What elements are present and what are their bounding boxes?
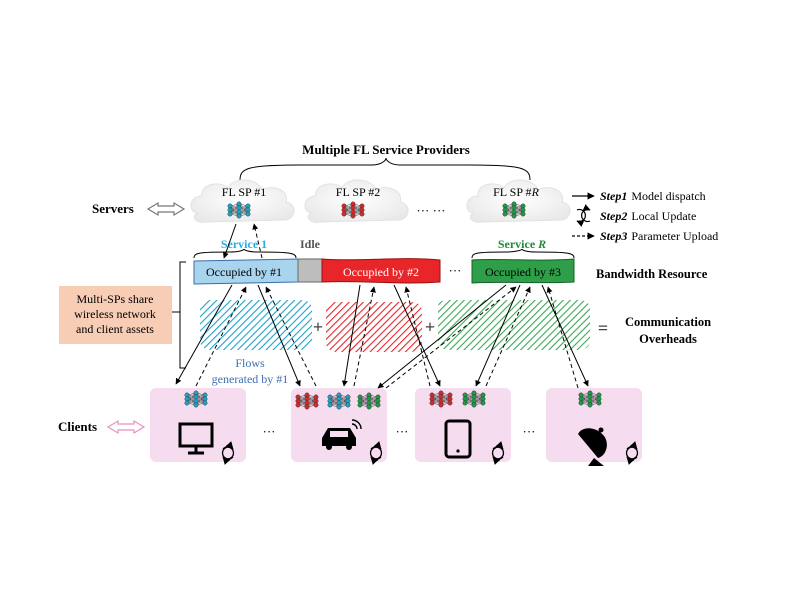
server-model-icon-r <box>502 201 526 219</box>
legend-cycle-icon <box>576 204 591 227</box>
flows-label-line-1: Flows <box>235 356 265 370</box>
server-label-2: FL SP #2 <box>336 185 380 199</box>
client-3-model-red-icon <box>429 390 453 408</box>
service-1-label: Service 1 <box>221 237 267 251</box>
service-r-brace <box>471 248 575 259</box>
legend-step2-text: Local Update <box>631 209 696 223</box>
title-brace <box>239 157 531 181</box>
dispatch-arrow-7 <box>541 284 589 387</box>
upload-arrow-3 <box>353 286 376 387</box>
overheads-label-line-2: Overheads <box>639 332 697 346</box>
server-label-r: FL SP #R <box>493 185 539 199</box>
server-cloud-1 <box>190 179 295 223</box>
client-2-model-green-icon <box>357 392 381 410</box>
flow-arrows <box>175 223 589 389</box>
client-ellipsis-2: ··· <box>396 424 409 439</box>
legend-step2: Step2 Local Update <box>600 209 696 223</box>
diagram-title: Multiple FL Service Providers <box>302 142 470 157</box>
dispatch-arrow-2 <box>257 284 301 387</box>
client-3-cycle-icon <box>491 441 505 465</box>
upload-arrow-4 <box>404 286 431 387</box>
client-panel-3 <box>415 388 511 462</box>
client-4-model-icon <box>578 390 602 408</box>
share-note-line-3: and client assets <box>76 322 154 336</box>
flows-label-line-2: generated by #1 <box>212 372 289 386</box>
dispatch-arrow-3 <box>341 284 361 387</box>
clients-label: Clients <box>58 419 97 434</box>
server-model-icon-1 <box>227 201 251 219</box>
server-label-r-italic: R <box>531 185 540 199</box>
legend-step2-name: Step2 <box>600 209 627 223</box>
clients-double-arrow-icon <box>106 419 146 435</box>
service-r-label: Service R <box>498 237 546 251</box>
dispatch-arrow-6 <box>475 284 521 387</box>
legend-step1-name: Step1 <box>600 189 627 203</box>
client-1-cycle-icon <box>221 441 235 465</box>
client-1-model-icon <box>184 390 208 408</box>
bandwidth-segment-2 <box>321 258 441 284</box>
server-ellipsis: ··· ··· <box>416 203 445 218</box>
client-3-model-green-icon <box>462 390 486 408</box>
server-dispatch-arrow-1 <box>222 223 237 259</box>
overhead-blob-3 <box>438 300 590 350</box>
client-ellipsis-1: ··· <box>263 424 276 439</box>
monitor-icon <box>178 422 214 455</box>
legend-step3-text: Parameter Upload <box>631 229 718 243</box>
dispatch-arrow-4 <box>393 284 441 387</box>
server-label-r-prefix: FL SP # <box>493 185 531 199</box>
client-2-model-red-icon <box>295 392 319 410</box>
bandwidth-segment-idle <box>297 258 323 283</box>
servers-label: Servers <box>92 201 134 216</box>
service-r-label-prefix: Service <box>498 237 538 251</box>
server-label-1: FL SP #1 <box>222 185 266 199</box>
satellite-dish-icon <box>578 427 607 466</box>
bandwidth-label-2: Occupied by #2 <box>343 265 419 279</box>
share-note-line-1: Multi-SPs share <box>76 292 153 306</box>
overheads-label-line-1: Communication <box>625 315 711 329</box>
bandwidth-segment-3 <box>471 258 575 284</box>
upload-arrow-1 <box>195 286 247 387</box>
server-cloud-2 <box>304 179 409 223</box>
service-r-label-italic: R <box>537 237 546 251</box>
bandwidth-label-3: Occupied by #3 <box>485 265 561 279</box>
client-2-cycle-icon <box>369 441 383 465</box>
servers-double-arrow-icon <box>146 201 186 217</box>
client-2-model-blue-icon <box>327 392 351 410</box>
client-4-cycle-icon <box>625 441 639 465</box>
upload-arrow-2 <box>265 286 317 387</box>
legend-step1: Step1 Model dispatch <box>600 189 706 203</box>
idle-label: Idle <box>300 237 321 251</box>
legend-step1-text: Model dispatch <box>631 189 705 203</box>
bandwidth-bar <box>193 258 575 285</box>
overhead-plus-2: + <box>425 317 435 337</box>
bandwidth-label-1: Occupied by #1 <box>206 265 282 279</box>
server-cloud-r <box>466 179 571 223</box>
legend-step3-name: Step3 <box>600 229 627 243</box>
share-note-box <box>59 286 172 344</box>
server-model-icon-2 <box>341 201 365 219</box>
bandwidth-resource-label: Bandwidth Resource <box>596 267 708 281</box>
overhead-blob-1 <box>200 300 312 350</box>
bandwidth-ellipsis: ··· <box>449 263 462 278</box>
overhead-plus-1: + <box>313 317 323 337</box>
tablet-icon <box>444 419 472 459</box>
overhead-equals: = <box>598 318 608 338</box>
overhead-blob-2 <box>326 302 422 352</box>
legend-step3: Step3 Parameter Upload <box>600 229 718 243</box>
server-upload-arrow-1 <box>252 223 263 259</box>
share-note-line-2: wireless network <box>74 307 156 321</box>
dispatch-arrow-5 <box>377 284 507 389</box>
service-1-brace <box>193 248 297 259</box>
share-bracket <box>179 261 186 369</box>
dispatch-arrow-1 <box>175 284 233 385</box>
upload-arrow-7 <box>546 286 579 389</box>
car-icon <box>322 419 362 450</box>
client-ellipsis-3: ··· <box>523 424 536 439</box>
client-panel-4 <box>546 388 642 462</box>
